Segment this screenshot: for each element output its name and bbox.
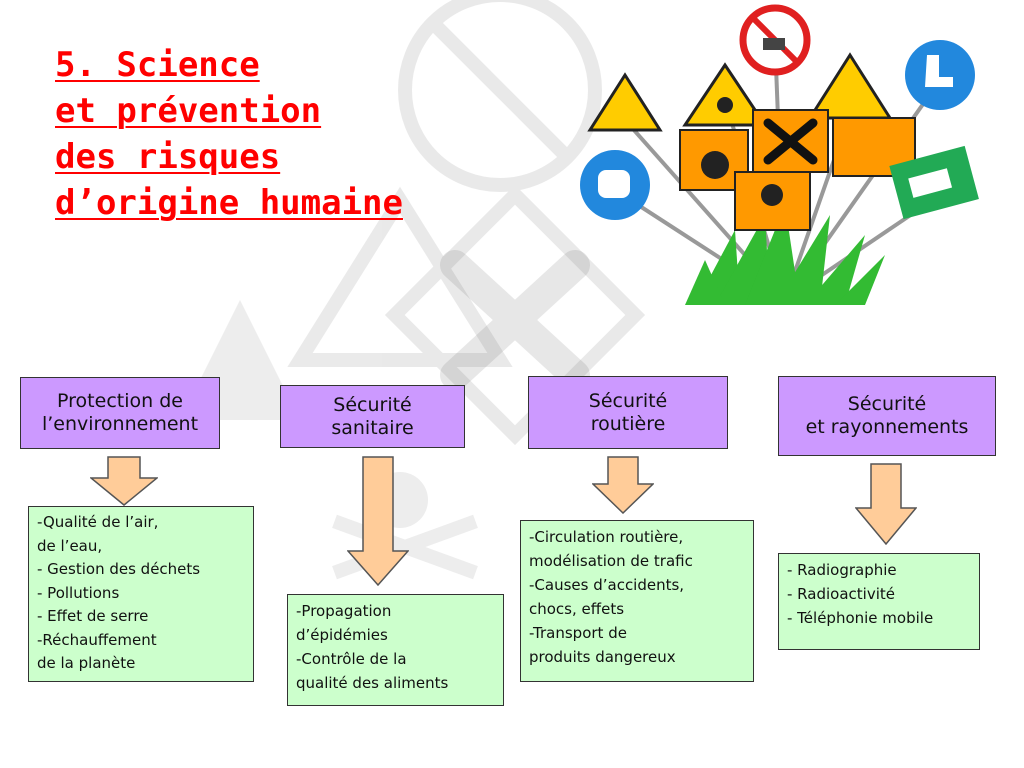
category-label: routière bbox=[590, 412, 666, 435]
safety-boots-sign-icon bbox=[905, 40, 975, 110]
list-item: chocs, effets bbox=[529, 600, 625, 618]
list-item: modélisation de trafic bbox=[529, 552, 693, 570]
list-item: de la planète bbox=[37, 654, 136, 672]
title-line: et prévention bbox=[55, 91, 322, 131]
down-arrow-icon bbox=[90, 456, 158, 506]
list-item: d’épidémies bbox=[296, 626, 388, 644]
list-item: -Contrôle de la bbox=[296, 650, 407, 668]
item-box-environment: -Qualité de l’air, de l’eau, - Gestion d… bbox=[28, 506, 254, 682]
list-item: produits dangereux bbox=[529, 648, 676, 666]
list-item: qualité des aliments bbox=[296, 674, 449, 692]
list-item: - Effet de serre bbox=[37, 607, 149, 625]
category-label: Sécurité bbox=[588, 389, 668, 412]
category-label: l’environnement bbox=[41, 413, 199, 435]
category-box-environment: Protection de l’environnement bbox=[20, 377, 220, 449]
item-box-radiation: - Radiographie - Radioactivité - Télépho… bbox=[778, 553, 980, 650]
hazard-signs-illustration bbox=[580, 4, 979, 305]
prohibition-sign-icon bbox=[739, 4, 811, 76]
category-box-sanitary: Sécurité sanitaire bbox=[280, 385, 465, 448]
emergency-exit-sign-icon bbox=[889, 145, 979, 220]
list-item: - Gestion des déchets bbox=[37, 560, 201, 578]
title-line: d’origine humaine bbox=[55, 183, 403, 223]
item-box-sanitary: -Propagation d’épidémies -Contrôle de la… bbox=[287, 594, 504, 706]
list-item: -Causes d’accidents, bbox=[529, 576, 685, 594]
down-arrow-icon bbox=[347, 456, 409, 586]
category-label: sanitaire bbox=[331, 416, 414, 439]
category-box-radiation: Sécurité et rayonnements bbox=[778, 376, 996, 456]
title-line: 5. Science bbox=[55, 45, 260, 85]
list-item: - Radiographie bbox=[787, 561, 897, 579]
down-arrow-icon bbox=[592, 456, 654, 514]
title-line: des risques bbox=[55, 137, 281, 177]
protective-mask-sign-icon bbox=[580, 150, 650, 220]
list-item: -Transport de bbox=[529, 624, 627, 642]
warning-triangle-icons bbox=[587, 52, 893, 132]
list-item: -Qualité de l’air, bbox=[37, 513, 159, 531]
category-label: et rayonnements bbox=[805, 416, 969, 438]
list-item: -Réchauffement bbox=[37, 630, 157, 649]
list-item: -Circulation routière, bbox=[529, 528, 684, 546]
list-item: - Radioactivité bbox=[787, 585, 895, 603]
category-label: Sécurité bbox=[333, 393, 412, 416]
page-title: 5. Science et prévention des risques d’o… bbox=[55, 42, 403, 226]
list-item: - Téléphonie mobile bbox=[787, 609, 934, 627]
category-label: Protection de bbox=[57, 390, 183, 412]
category-label: Sécurité bbox=[847, 393, 927, 415]
item-box-road: -Circulation routière, modélisation de t… bbox=[520, 520, 754, 682]
list-item: de l’eau, bbox=[37, 536, 103, 555]
list-item: - Pollutions bbox=[37, 583, 120, 602]
category-box-road: Sécurité routière bbox=[528, 376, 728, 449]
down-arrow-icon bbox=[855, 463, 917, 545]
list-item: -Propagation bbox=[296, 602, 392, 620]
